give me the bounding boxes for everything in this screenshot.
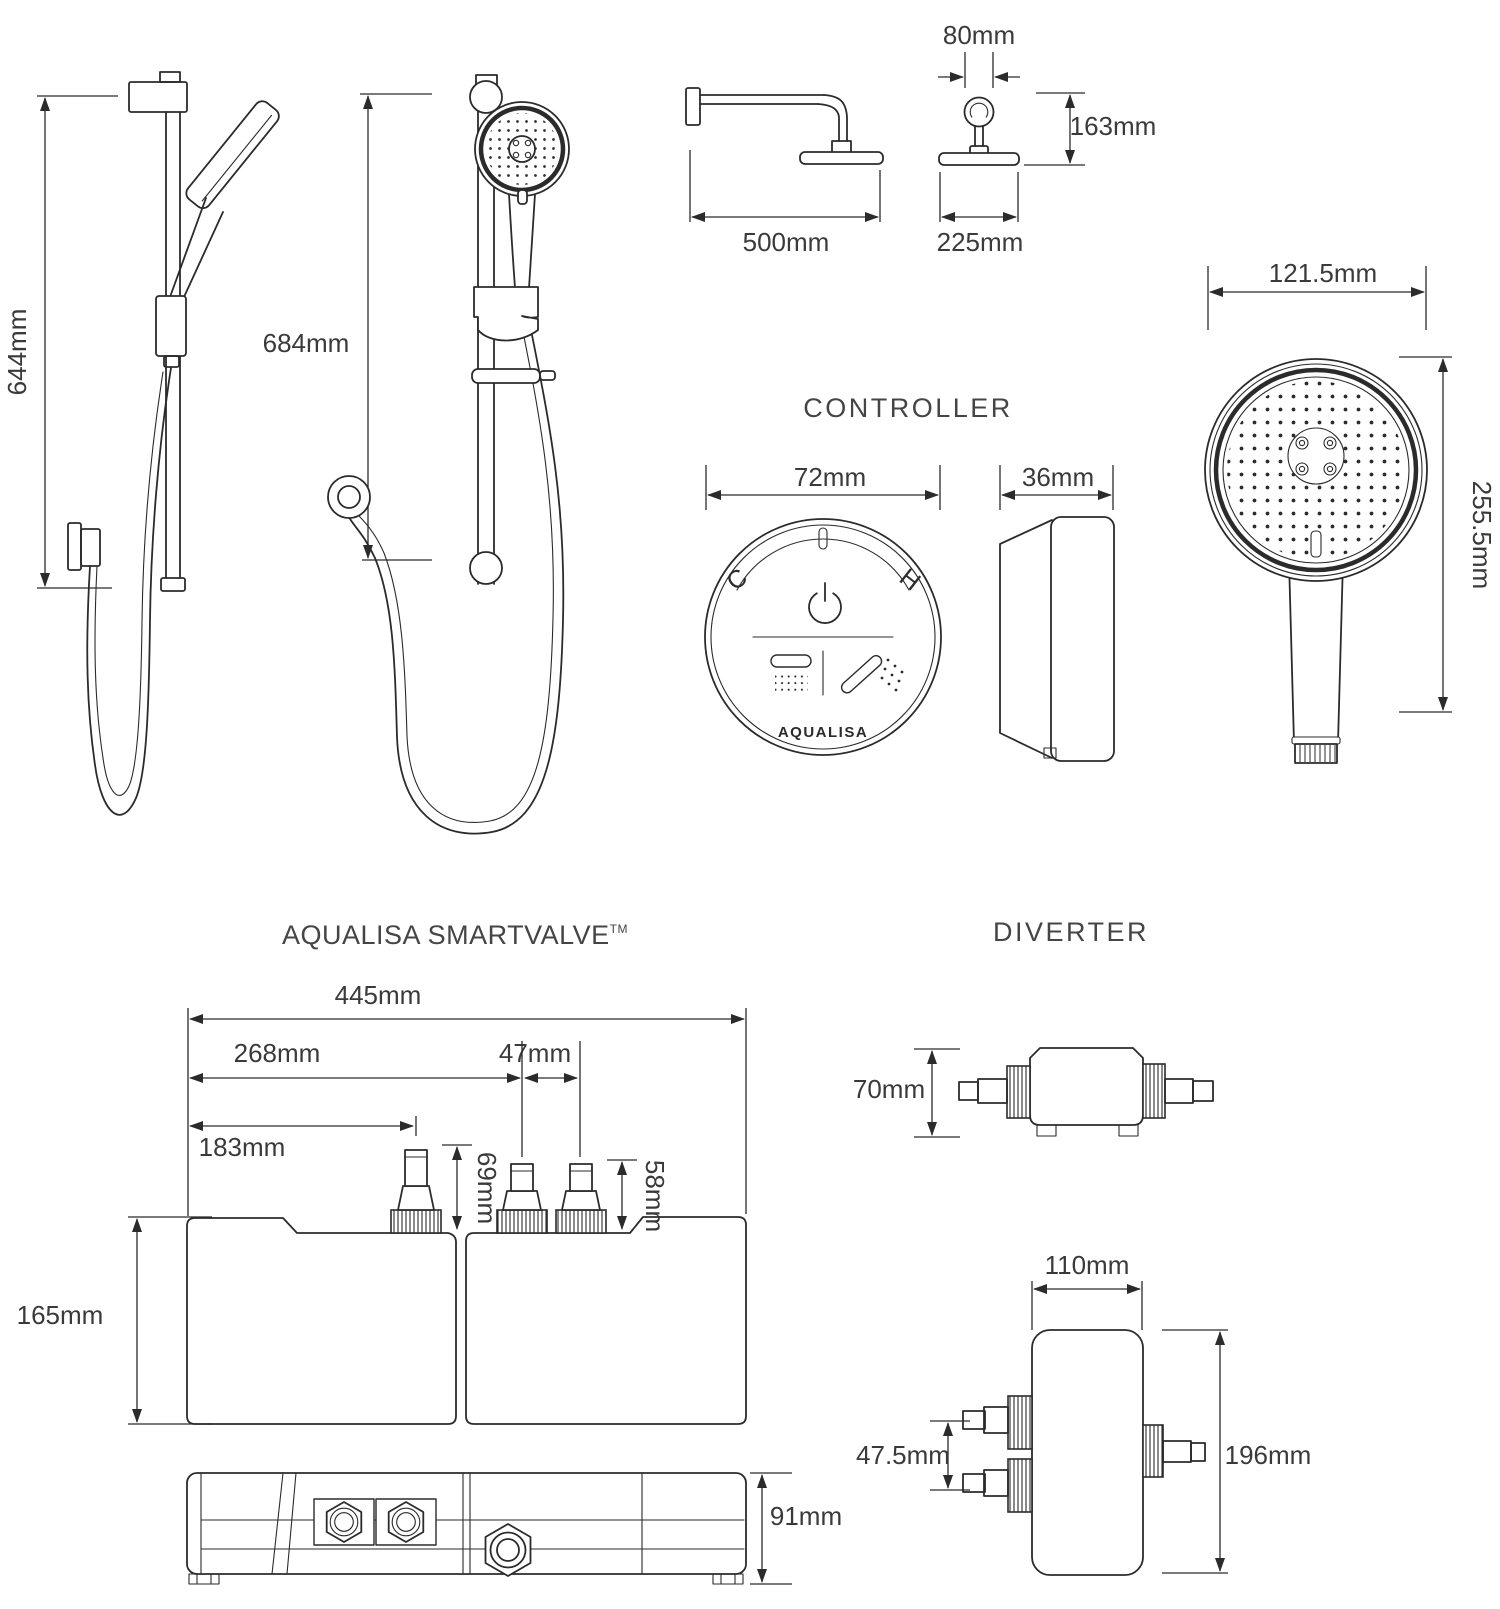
fixed-head-front-view-drawing: 80mm 163mm 225mm [937,20,1157,257]
pipe-width-dim: 80mm [943,20,1015,50]
controller-temp-arc [736,538,910,591]
valve-bottom-nut-1 [313,1498,375,1546]
smartvalve-front-view [186,1149,747,1425]
diverter-title: DIVERTER [993,917,1149,947]
handset-thread [1294,743,1338,764]
valve-feet [188,1573,744,1585]
handset-mode-icon [840,655,904,694]
smartvalve-bottom-view: 91mm [186,1472,842,1585]
valve-inlet-connector [390,1149,442,1234]
diverter-side-view: 70mm [853,1047,1214,1138]
diverter-right-port [1142,1424,1206,1478]
handset-length-dim: 255.5mm [1467,481,1497,589]
controller-depth-dim: 36mm [1022,462,1094,492]
smartvalve-drawing: AQUALISA SMARTVALVETM 445mm 268mm 47mm 1… [17,920,842,1585]
drop-height-dim: 163mm [1070,111,1157,141]
diverter-left-port-2 [962,1458,1033,1513]
cold-label: C [721,563,752,596]
valve-overall-width-dim: 445mm [335,980,422,1010]
valve-outlet-connector-1 [496,1163,548,1234]
valve-depth-dim: 91mm [770,1501,842,1531]
fixed-head-side-view-drawing: 500mm [685,87,884,257]
handset-drawing: 121.5mm [1204,258,1497,764]
valve-body-height-dim: 165mm [17,1300,104,1330]
rail-kit-angled-view-drawing: 644mm [2,71,280,816]
arm-length-dim: 500mm [743,227,830,257]
diverter-port-spacing-dim: 47.5mm [856,1440,950,1470]
diverter-width-dim: 110mm [1045,1250,1130,1280]
smartvalve-title: AQUALISA SMARTVALVETM [282,920,628,950]
controller-width-dim: 72mm [794,462,866,492]
diverter-height-dim: 196mm [1225,1440,1312,1470]
valve-outlet-offset-dim: 268mm [234,1038,321,1068]
hot-label: H [894,563,925,596]
valve-inlet-offset-dim: 183mm [199,1132,286,1162]
valve-bottom-nut-2 [375,1498,437,1546]
controller-title: CONTROLLER [803,393,1013,423]
rail-a-height-dim: 644mm [2,309,32,396]
controller-side-view [999,516,1115,762]
rail-b-handset-head [474,101,570,205]
fixed-head-mode-icon [770,654,812,692]
valve-outlet-connector-2 [555,1163,607,1234]
diverter-drawing: DIVERTER 70mm 110mm [853,917,1312,1576]
handset-width-dim: 121.5mm [1269,258,1377,288]
diverter-side-height-dim: 70mm [853,1074,925,1104]
rail-kit-front-view-drawing: 684mm [263,74,570,835]
handset-head [1204,358,1428,582]
rail-a-handset [169,100,280,298]
valve-bottom-port [484,1523,532,1577]
valve-outlet-height-dim: 58mm [640,1160,670,1232]
aqualisa-wordmark: AQUALISA [778,724,868,741]
controller-drawing: CONTROLLER 72mm 36mm C H [704,393,1115,762]
head-width-dim: 225mm [937,227,1024,257]
diverter-left-port-1 [962,1395,1033,1450]
rail-b-height-dim: 684mm [263,328,350,358]
power-icon [808,582,842,624]
controller-top-tick [818,527,828,550]
valve-outlet-gap-dim: 47mm [499,1038,571,1068]
diverter-front-view: 110mm [856,1250,1312,1576]
